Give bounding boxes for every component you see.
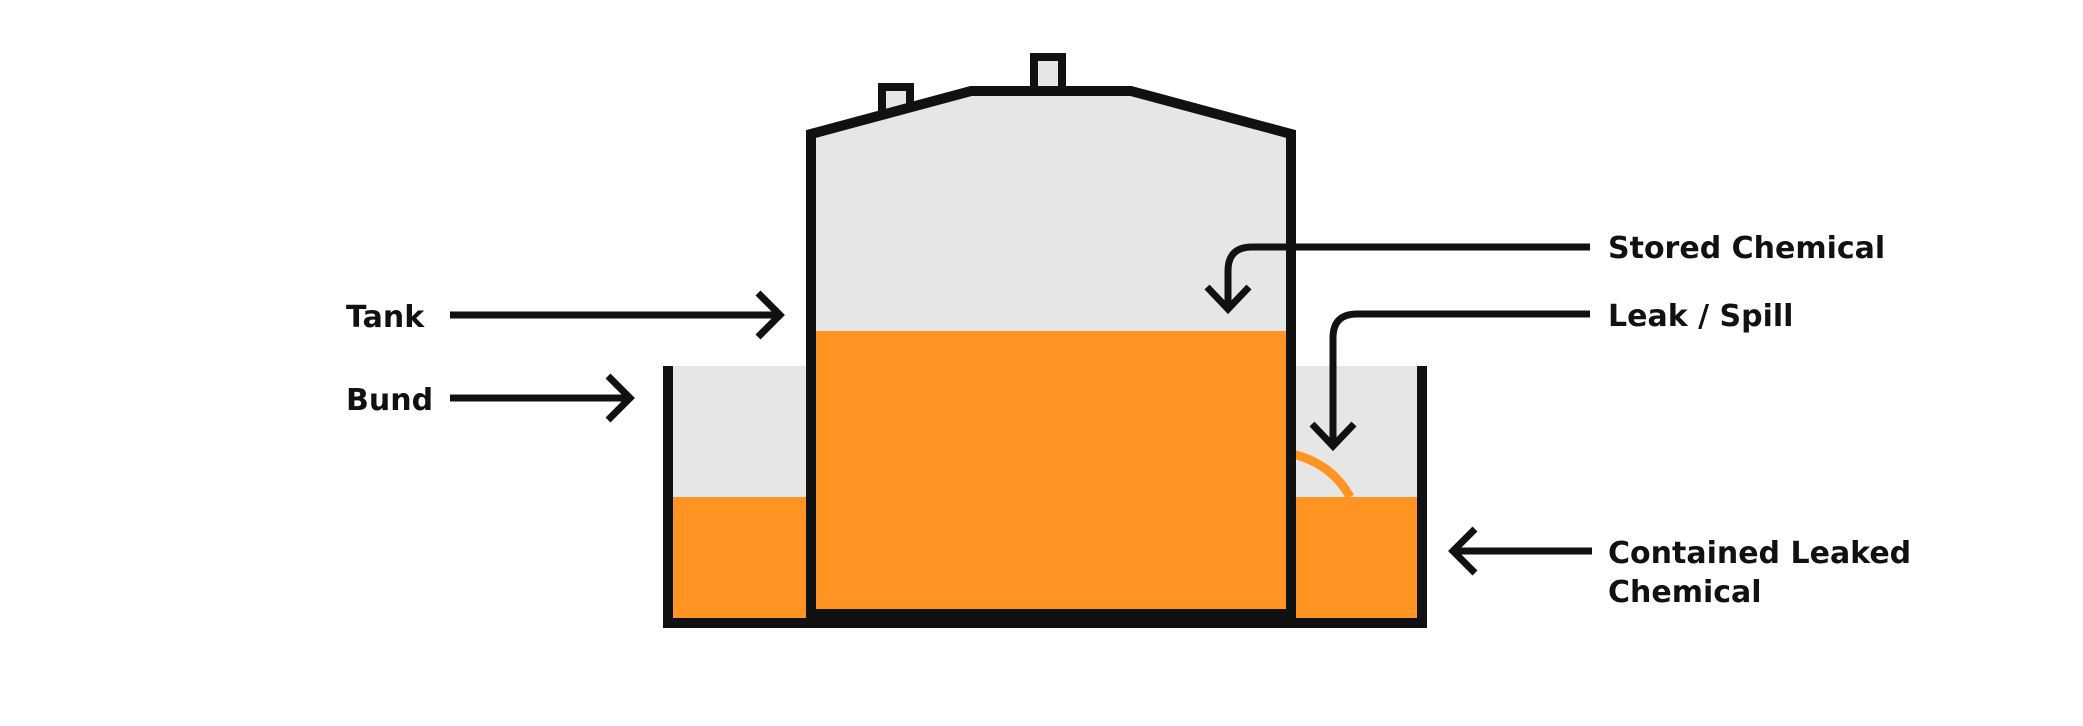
bund-arrow <box>450 373 635 423</box>
bund-label: Bund <box>346 383 433 418</box>
leak-spill-arrow <box>1309 310 1590 452</box>
stored-chemical <box>811 331 1291 614</box>
contained-chemical-arrow <box>1448 526 1592 576</box>
tank-base <box>806 610 1296 623</box>
contained-leaked-chemical-label-line1: Contained Leaked <box>1608 536 1911 571</box>
tank-label: Tank <box>346 300 425 335</box>
leak-spill-label: Leak / Spill <box>1608 299 1793 334</box>
stored-chemical-label: Stored Chemical <box>1608 231 1885 266</box>
tank <box>806 53 1296 623</box>
tank-arrow <box>450 290 785 340</box>
stored-chemical-arrow <box>1204 243 1590 315</box>
contained-leaked-chemical-label-line2: Chemical <box>1608 575 1762 610</box>
